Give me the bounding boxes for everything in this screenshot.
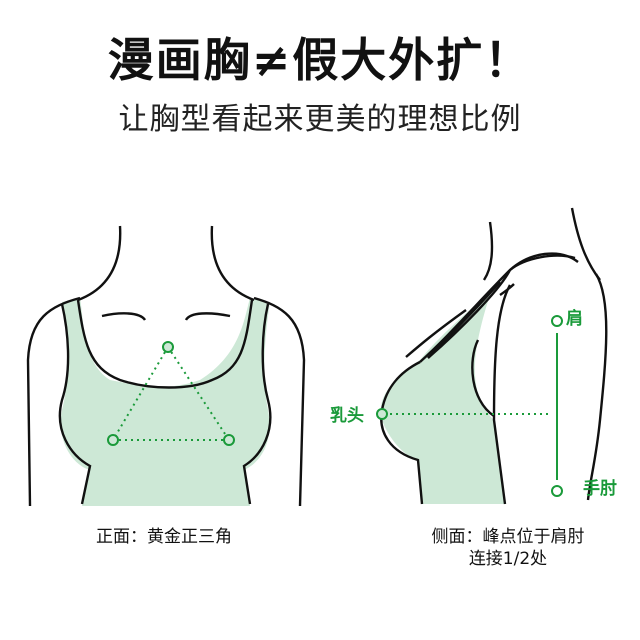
side-top-fill	[380, 290, 505, 504]
front-top-fill	[60, 298, 270, 506]
front-view-caption: 正面：黄金正三角	[96, 527, 232, 547]
triangle-point-right-icon	[223, 434, 235, 446]
nipple-label: 乳头	[330, 406, 364, 426]
elbow-point-icon	[551, 485, 563, 497]
shoulder-label: 肩	[566, 309, 583, 329]
nipple-point-icon	[376, 408, 388, 420]
elbow-label: 手肘	[583, 479, 617, 499]
golden-triangle	[112, 346, 230, 441]
triangle-point-top-icon	[162, 341, 174, 353]
side-caption-line1: 侧面：峰点位于肩肘	[431, 527, 585, 547]
side-view-caption: 侧面：峰点位于肩肘 连接1/2处	[408, 526, 608, 570]
page-subtitle: 让胸型看起来更美的理想比例	[118, 102, 522, 137]
shoulder-point-icon	[551, 315, 563, 327]
page-title: 漫画胸≠假大外扩！	[107, 33, 533, 87]
side-caption-line2: 连接1/2处	[468, 549, 548, 569]
triangle-point-left-icon	[107, 434, 119, 446]
